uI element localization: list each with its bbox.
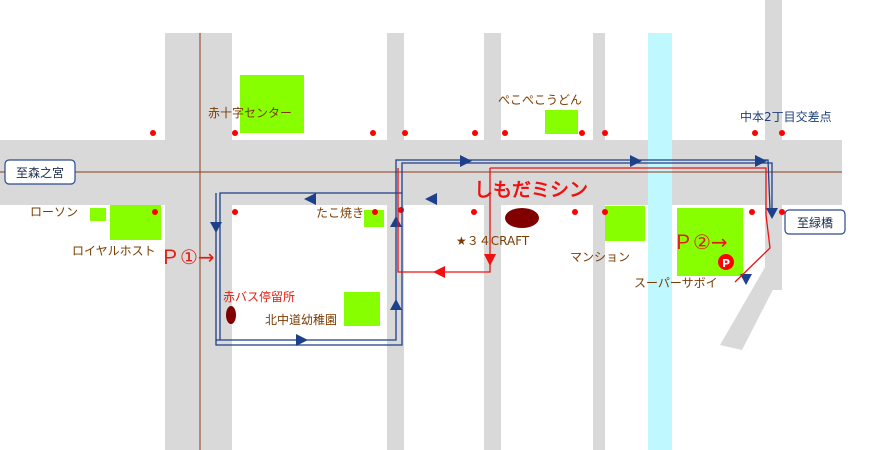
building-lawson [90, 208, 106, 221]
route-blue-arrows [210, 155, 778, 346]
parking-icon-letter: P [722, 257, 730, 270]
destination-east: 至緑橋 [784, 209, 846, 235]
label-pekopeko: ぺこぺこうどん [498, 93, 582, 107]
road-diagonal [720, 262, 782, 350]
label-takoyaki: たこ焼き [316, 206, 364, 220]
bus-stop-marker [226, 306, 236, 324]
river [648, 33, 672, 450]
label-lawson: ローソン [30, 205, 78, 219]
building-red-cross [240, 75, 304, 133]
building-pekopeko [545, 110, 578, 134]
label-bus-stop: 赤バス停留所 [223, 289, 295, 304]
destination-east-label: 至緑橋 [797, 215, 833, 230]
building-mansion [605, 206, 645, 241]
road-c [484, 33, 501, 450]
road-d [593, 33, 605, 450]
thin-roads [0, 33, 842, 450]
road-west [165, 33, 232, 450]
parking-icon: P [718, 254, 734, 270]
label-intersection: 中本2丁目交差点 [740, 109, 832, 124]
label-shop-name: しもだミシン [474, 179, 588, 201]
label-craft: ★３４CRAFT [456, 234, 530, 248]
road-east [765, 0, 782, 290]
roads [0, 0, 842, 450]
buildings [90, 75, 743, 326]
label-parking-1: Ｐ①→ [160, 245, 215, 269]
destination-west-label: 至森之宮 [16, 165, 64, 180]
label-red-cross: 赤十字センター [208, 105, 292, 120]
label-mansion: マンション [570, 250, 630, 264]
label-royal-host: ロイヤルホスト [72, 244, 156, 258]
route-red-arrows [433, 254, 496, 278]
route-blue [215, 159, 773, 346]
label-super: スーパーサボイ [634, 276, 718, 290]
destination-west: 至森之宮 [4, 159, 76, 185]
building-kindergarten [344, 292, 380, 326]
label-kindergarten: 北中道幼稚園 [265, 312, 337, 327]
building-takoyaki [364, 210, 384, 227]
label-parking-2: Ｐ②→ [673, 230, 728, 254]
shop-marker [505, 208, 539, 228]
